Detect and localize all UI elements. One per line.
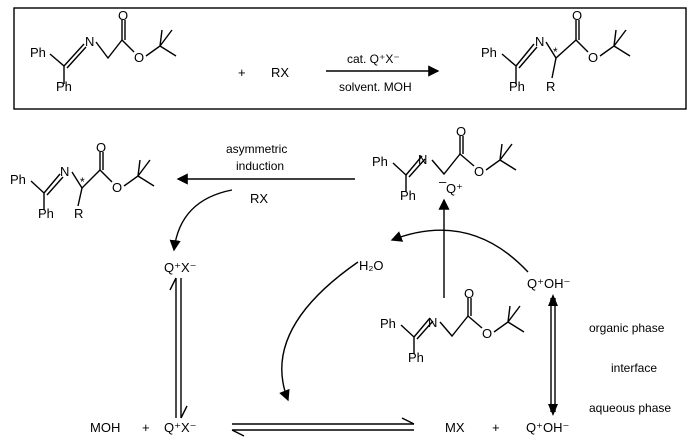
plus-sign: + xyxy=(238,65,246,80)
ph-label: Ph xyxy=(380,316,396,331)
qx-aqueous: Q⁺X⁻ xyxy=(164,420,197,435)
r-label: R xyxy=(74,206,83,221)
induction-reagent: RX xyxy=(250,191,268,206)
enolate-counterion: Q⁺ xyxy=(446,181,463,196)
ph-label: Ph xyxy=(30,45,46,60)
organic-phase-label: organic phase xyxy=(589,321,665,335)
product-molecule: Ph Ph N R * O O xyxy=(481,8,631,94)
o-label: O xyxy=(456,124,466,139)
catalyst-release-arrow xyxy=(169,189,233,252)
deprotonation-arrow xyxy=(390,229,529,273)
o-label: O xyxy=(572,8,582,23)
plus-sign: + xyxy=(492,420,500,435)
ph-label: Ph xyxy=(481,45,497,60)
interface-label: interface xyxy=(611,361,657,375)
stereocenter-mark: * xyxy=(80,175,85,189)
ph-label: Ph xyxy=(408,350,424,365)
o-label: O xyxy=(118,8,128,23)
reagent-rx: RX xyxy=(271,65,289,80)
induction-label-1: asymmetric xyxy=(226,142,287,156)
o-label: O xyxy=(474,164,484,179)
n-label: N xyxy=(535,34,544,49)
cycle-product: Ph Ph N R * O O xyxy=(10,140,155,221)
ph-label: Ph xyxy=(509,79,525,94)
n-label: N xyxy=(428,315,437,330)
moh-label: MOH xyxy=(90,420,120,435)
ph-label: Ph xyxy=(38,206,54,221)
o-label: O xyxy=(482,326,492,341)
n-label: N xyxy=(85,34,94,49)
enolate-molecule: Ph Ph N – Q⁺ O O xyxy=(372,124,517,203)
solvent-label: solvent. MOH xyxy=(339,80,412,94)
n-label: N xyxy=(60,164,69,179)
ph-label: Ph xyxy=(372,154,388,169)
ph-label: Ph xyxy=(10,172,26,187)
r-label: R xyxy=(546,79,555,94)
carbanion-charge: – xyxy=(439,174,447,189)
o-label: O xyxy=(464,286,474,301)
catalyst-label: cat. Q⁺X⁻ xyxy=(347,52,400,66)
induction-label-2: induction xyxy=(236,159,284,173)
substrate-molecule: Ph Ph N O O xyxy=(380,286,525,365)
o-label: O xyxy=(96,140,106,155)
ph-label: Ph xyxy=(56,79,72,94)
n-label: N xyxy=(418,152,427,167)
qoh-aqueous: Q⁺OH⁻ xyxy=(526,420,569,435)
mx-label: MX xyxy=(445,420,465,435)
aqueous-phase-label: aqueous phase xyxy=(589,401,671,415)
o-label: O xyxy=(112,180,122,195)
starting-material: Ph Ph N O O xyxy=(30,8,177,94)
water-label: H₂O xyxy=(359,258,384,273)
stereocenter-mark: * xyxy=(553,45,558,59)
qx-organic: Q⁺X⁻ xyxy=(164,260,197,275)
o-label: O xyxy=(588,50,598,65)
plus-sign: + xyxy=(142,420,150,435)
water-transfer-arrow xyxy=(279,261,359,402)
ph-label: Ph xyxy=(400,188,416,203)
o-label: O xyxy=(134,50,144,65)
scheme-box xyxy=(13,7,687,110)
qoh-organic: Q⁺OH⁻ xyxy=(527,276,570,291)
